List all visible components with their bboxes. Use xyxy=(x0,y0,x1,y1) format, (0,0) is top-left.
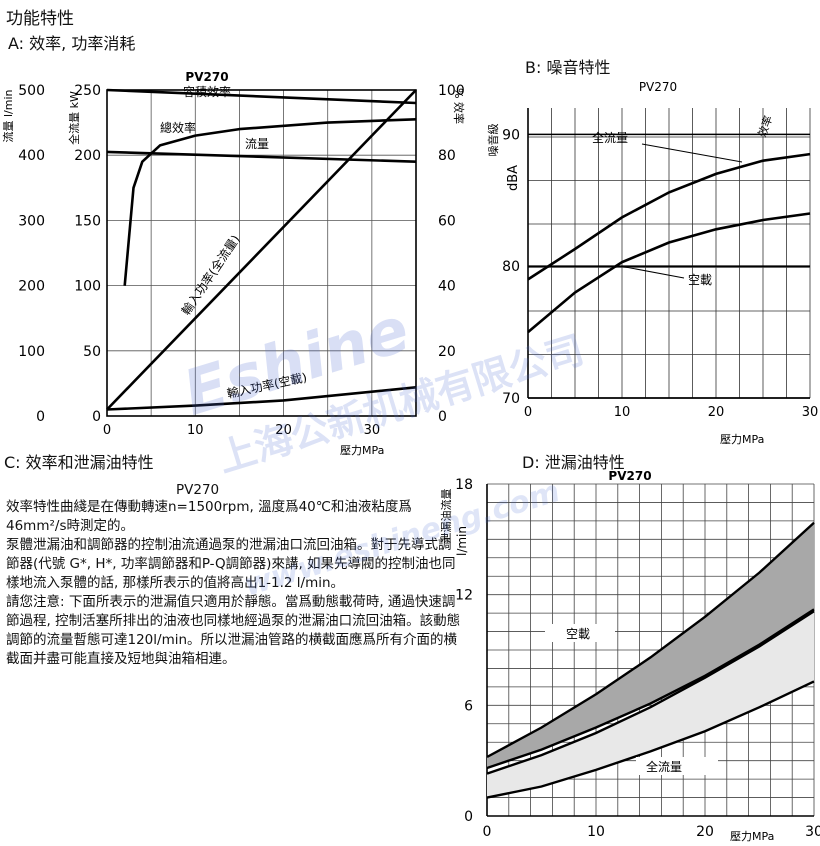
chart-a-series-label: 總效率 xyxy=(160,120,196,135)
section-d-heading: D: 泄漏油特性 xyxy=(522,453,625,472)
chart-a-percent-tick: 20 xyxy=(438,344,456,360)
chart-d-x-label: 壓力MPa xyxy=(730,830,774,843)
chart-a-x-tick: 10 xyxy=(187,423,204,438)
chart-a-series-line xyxy=(123,118,417,286)
chart-b-series-label: 空載 xyxy=(688,273,712,287)
chart-a-percent-tick: 100 xyxy=(438,83,465,99)
chart-d-band-upper xyxy=(486,610,815,775)
chart-d-y-tick: 18 xyxy=(455,477,473,493)
chart-a-x-tick: 30 xyxy=(364,423,381,438)
chart-b-y-label: dBA xyxy=(506,165,521,191)
chart-a-percent-axis-label: % 效率 xyxy=(452,88,466,124)
section-c-subtitle: PV270 xyxy=(176,482,220,498)
chart-a-x-label: 壓力MPa xyxy=(340,444,384,457)
chart-a-power-tick: 150 xyxy=(74,213,101,229)
chart-b-side-label: 噪音級 xyxy=(486,124,500,157)
chart-d-label-box xyxy=(636,757,718,775)
chart-d-x-tick: 10 xyxy=(587,824,605,840)
chart-a-title-text: PV270 xyxy=(185,70,228,84)
section-a-heading: A: 效率, 功率消耗 xyxy=(8,34,136,53)
chart-b-x-tick: 20 xyxy=(708,405,725,420)
chart-b-x-label: 壓力MPa xyxy=(720,433,764,446)
chart-d-title: PV270 xyxy=(608,469,651,483)
chart-d-x-tick: 20 xyxy=(696,824,714,840)
chart-a-power-axis-label: 全流量 kW xyxy=(67,91,81,145)
chart-b-y-tick: 90 xyxy=(502,127,520,143)
chart-a-series-label: 流量 xyxy=(245,137,269,151)
chart-d-band-upper xyxy=(486,521,815,759)
chart-a-series-line xyxy=(106,150,417,163)
chart-a-percent-tick: 80 xyxy=(438,148,456,164)
chart-d-x-tick: 30 xyxy=(805,824,820,840)
chart-a-frame xyxy=(106,89,417,417)
chart-b-leader xyxy=(641,143,743,163)
chart-d-x-tick: 0 xyxy=(483,824,492,840)
chart-d-band-lower xyxy=(486,680,815,799)
chart-a-flow-tick: 100 xyxy=(18,344,45,360)
chart-b-title: PV270 xyxy=(639,80,677,94)
chart-b-x-tick: 0 xyxy=(524,405,532,420)
chart-a-subtitle: 容積效率 xyxy=(183,84,231,99)
chart-a-flow-tick: 300 xyxy=(18,213,45,229)
chart-b-x-tick: 10 xyxy=(614,405,631,420)
chart-a-flow-axis-label: 流量 l/min xyxy=(1,89,15,142)
chart-a-flow-tick: 0 xyxy=(36,409,45,425)
chart-b-series-line xyxy=(527,212,811,334)
chart-d-series-label: 全流量 xyxy=(646,759,682,774)
chart-b-series-line xyxy=(527,152,811,281)
chart-d-y-tick: 6 xyxy=(464,698,473,714)
chart-d-side-label: 泄漏油流量 xyxy=(440,489,453,544)
chart-b-y-tick: 80 xyxy=(502,259,520,275)
chart-a-percent-tick: 0 xyxy=(438,409,447,425)
chart-a-x-tick: 20 xyxy=(275,423,292,438)
chart-a-series-label: 輸入功率(全流量) xyxy=(178,232,243,318)
chart-a-flow-tick: 500 xyxy=(18,83,45,99)
section-c-heading: C: 效率和泄漏油特性 xyxy=(4,453,154,472)
chart-a-series-line xyxy=(106,386,417,411)
chart-d-y-label: l/min xyxy=(455,526,469,556)
section-b-heading: B: 噪音特性 xyxy=(525,58,611,77)
chart-a-power-tick: 100 xyxy=(74,279,101,295)
chart-b-x-tick: 30 xyxy=(802,405,819,420)
chart-a-series-line xyxy=(106,89,417,411)
chart-d-y-tick: 0 xyxy=(464,809,473,825)
chart-d-band-lower xyxy=(486,608,815,770)
chart-a-power-tick: 0 xyxy=(92,409,101,425)
chart-a-flow-tick: 200 xyxy=(18,279,45,295)
page-title: 功能特性 xyxy=(6,9,74,29)
chart-b-y-tick: 70 xyxy=(502,391,520,407)
chart-d-series-label: 空載 xyxy=(566,627,590,641)
chart-d-band-area xyxy=(487,611,814,798)
chart-b-leader xyxy=(619,265,685,279)
chart-d-label-box xyxy=(545,624,615,642)
chart-a-power-tick: 50 xyxy=(83,344,101,360)
chart-d-y-tick: 12 xyxy=(455,588,473,604)
chart-a-percent-tick: 40 xyxy=(438,279,456,295)
chart-a-percent-tick: 60 xyxy=(438,213,456,229)
chart-a-power-tick: 250 xyxy=(74,83,101,99)
chart-a-series-line xyxy=(106,88,417,105)
chart-b-series-label: 全流量 xyxy=(592,130,628,145)
chart-a-x-tick: 0 xyxy=(103,423,111,438)
chart-b-annotation: 效率 xyxy=(755,114,776,139)
chart-a-flow-tick: 400 xyxy=(18,148,45,164)
chart-d-band-area xyxy=(487,522,814,768)
efficiency-description: 效率特性曲綫是在傳動轉速n=1500rpm, 溫度爲40℃和油液粘度爲46mm²… xyxy=(6,499,461,667)
chart-a-power-tick: 200 xyxy=(74,148,101,164)
